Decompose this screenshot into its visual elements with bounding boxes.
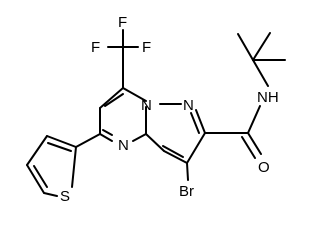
atom-o-carbonyl: O bbox=[258, 159, 270, 176]
bond-thiophene-c4-c5 bbox=[26, 164, 45, 194]
bond-c3-c3a bbox=[163, 150, 188, 164]
bond-c6-c7-double bbox=[104, 93, 124, 107]
bond-carbonyl-c-o-double bbox=[241, 136, 256, 159]
bond-nh-tbu-c bbox=[252, 59, 269, 87]
atom-br: Br bbox=[179, 183, 194, 200]
bond-c3-br bbox=[186, 162, 189, 181]
bond-c3a-c3a-link bbox=[145, 133, 165, 152]
atom-n-pyrazole: N bbox=[183, 97, 194, 114]
atom-labels: F F F N N NH N O Br S bbox=[60, 14, 279, 205]
bond-thiophene-c3-c4 bbox=[26, 135, 48, 166]
bond-c6-c7 bbox=[99, 87, 124, 109]
bond-thiophene-c4-c5-double bbox=[33, 165, 48, 188]
atom-n-bridge: N bbox=[141, 97, 152, 114]
bond-tbu-methyl-left bbox=[237, 33, 254, 61]
atom-s-thiophene: S bbox=[60, 188, 70, 205]
bond-thiophene-c2-c3 bbox=[46, 135, 77, 148]
bond-carbonyl-c-nh bbox=[247, 105, 261, 134]
bond-thiophene-c5-s bbox=[43, 192, 58, 197]
bond-tbu-methyl-up bbox=[252, 32, 271, 61]
bond-n-pyrazole-c2 bbox=[195, 109, 206, 134]
bond-thiophene-s-c2 bbox=[71, 146, 77, 188]
molecule-structure-diagram: F F F N N NH N O Br S bbox=[26, 14, 286, 205]
atom-f-left: F bbox=[91, 39, 100, 56]
bond-c5-thiophene bbox=[75, 133, 101, 148]
atom-n-pyrimidine: N bbox=[118, 137, 129, 154]
bond-n-pyrimidine-c5 bbox=[99, 133, 113, 142]
bond-c2-c3 bbox=[186, 132, 206, 164]
atom-f-right: F bbox=[142, 39, 151, 56]
bond-n-pyrimidine-c5-double bbox=[102, 129, 113, 136]
atom-f-top: F bbox=[118, 14, 127, 31]
atom-nh: NH bbox=[257, 89, 279, 106]
bond-c3-c3a-double bbox=[162, 145, 184, 158]
bond-c3a-n-pyrimidine bbox=[132, 133, 147, 142]
bonds bbox=[26, 29, 286, 197]
bond-thiophene-c2-c3-double bbox=[47, 142, 72, 152]
bond-c7-n-bridge bbox=[122, 87, 147, 102]
bond-n-pyrazole-c2-double bbox=[190, 112, 200, 134]
bond-carbonyl-c-o bbox=[247, 132, 262, 155]
